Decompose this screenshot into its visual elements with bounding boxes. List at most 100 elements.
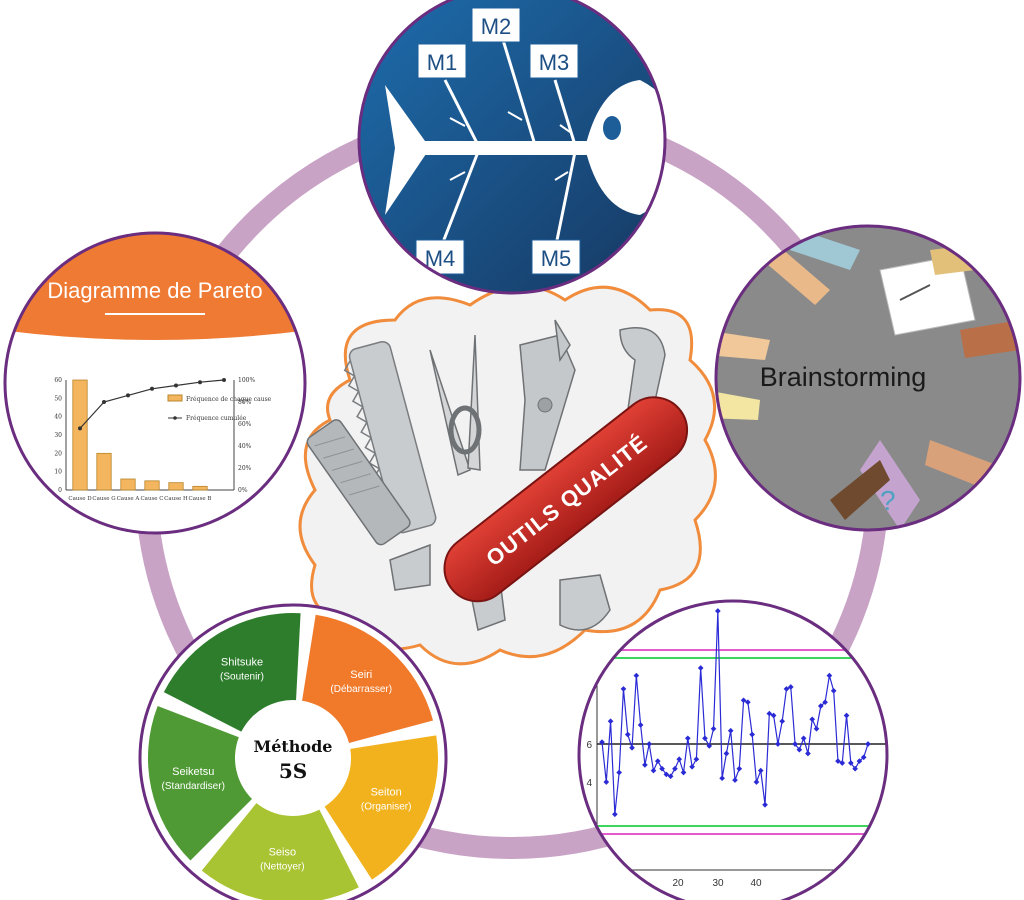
control-point [775,741,781,747]
pareto-title: Diagramme de Pareto [47,278,262,303]
pareto-category-label: Cause B [189,496,212,502]
pareto-cumulative-point [150,386,154,391]
control-point [800,735,807,742]
segment-5s-shitsuke [163,613,301,732]
control-point [667,773,674,780]
control-point [813,725,820,732]
pliers [519,319,576,471]
control-point [607,718,614,725]
control-point [830,687,837,694]
segment-5s-sublabel: (Soutenir) [220,672,264,683]
control-point [616,769,622,776]
knife-body [443,396,689,603]
svg-text:M5: M5 [541,246,572,271]
control-point [693,756,700,763]
control-point [603,779,610,785]
segment-5s-seiketsu [147,706,252,861]
pareto-category-label: Cause D [68,496,92,502]
control-point [732,777,738,783]
control-point [642,762,648,768]
control-point [809,716,816,723]
control-point [839,760,846,766]
brainstorming-panel: ? Brainstorming [714,224,1022,532]
fish-label-m2: M2 [471,7,521,43]
control-point [860,754,867,761]
pareto-left-tick: 50 [54,395,62,402]
fish-tail [385,85,430,215]
saw-blade [343,341,437,534]
control-point [766,710,773,717]
arm-bottom [860,440,920,530]
control-point [779,718,786,725]
svg-text:M2: M2 [481,14,512,39]
legend-bars: Fréquence de chaque cause [186,396,272,403]
control-point [826,672,833,679]
control-point [659,765,665,772]
control-point [654,758,661,764]
pareto-cumulative-point [198,380,202,385]
control-point [672,765,678,772]
fishbone-panel: M1 M2 M3 M4 M5 [357,0,667,295]
pareto-right-tick: 40% [238,443,252,450]
fish-head [585,80,665,215]
segment-5s-sublabel: (Standardiser) [162,781,225,792]
control-point [822,699,828,706]
control-point [697,665,704,671]
control-point [719,775,725,782]
pareto-bar [144,480,160,491]
method-5s-title: Méthode [254,737,333,756]
pareto-cumulative-point [174,383,178,388]
control-x-tick: 20 [672,878,684,889]
pareto-left-tick: 20 [54,450,62,457]
control-point [715,608,721,614]
method-5s-panel: Seiri(Débarrasser)Seiton(Organiser)Seiso… [138,603,448,900]
pareto-cumulative-point [126,393,130,398]
control-point [637,722,644,728]
pareto-right-tick: 80% [238,399,252,406]
control-point [740,697,747,704]
segment-5s-label: Seiton [371,786,402,798]
segment-5s-label: Seiri [350,669,372,681]
control-point [702,735,708,742]
file-blade [306,419,411,546]
center-tools-image: OUTILS QUALITÉ [298,284,717,666]
pareto-left-tick: 30 [54,432,62,439]
control-x-tick: 40 [750,878,762,889]
control-point [762,801,768,808]
pareto-right-tick: 20% [238,465,252,472]
svg-text:M4: M4 [425,246,456,271]
segment-5s-label: Shitsuke [221,657,263,669]
svg-text:M1: M1 [427,50,458,75]
segment-5s-label: Seiketsu [172,766,214,778]
segment-5s-sublabel: (Débarrasser) [330,684,392,695]
fish-label-m3: M3 [529,43,579,79]
fish-label-m4: M4 [415,239,465,275]
pareto-bar [72,379,88,491]
pareto-bar [192,485,208,491]
control-point [817,703,824,709]
control-point [749,731,755,738]
brainstorming-label: Brainstorming [760,362,927,392]
control-point [805,750,811,757]
pareto-cumulative-point [78,426,82,431]
control-point [676,756,683,763]
pareto-category-label: Cause G [92,496,115,502]
legend-cumulative: Fréquence cumulée [186,415,247,422]
control-point [852,765,858,772]
segment-5s-seiton [324,735,438,880]
segment-5s-seiso [201,803,359,900]
pareto-left-tick: 60 [54,377,62,384]
control-point [757,767,764,774]
pareto-left-tick: 40 [54,414,62,421]
control-point [620,686,627,692]
pareto-category-label: Cause A [117,496,141,502]
control-point [856,758,863,764]
control-point [663,771,670,778]
control-point [689,763,695,770]
pareto-cumulative-point [222,378,226,382]
segment-5s-sublabel: (Organiser) [361,801,412,812]
control-point [624,731,631,738]
control-point [599,739,605,745]
